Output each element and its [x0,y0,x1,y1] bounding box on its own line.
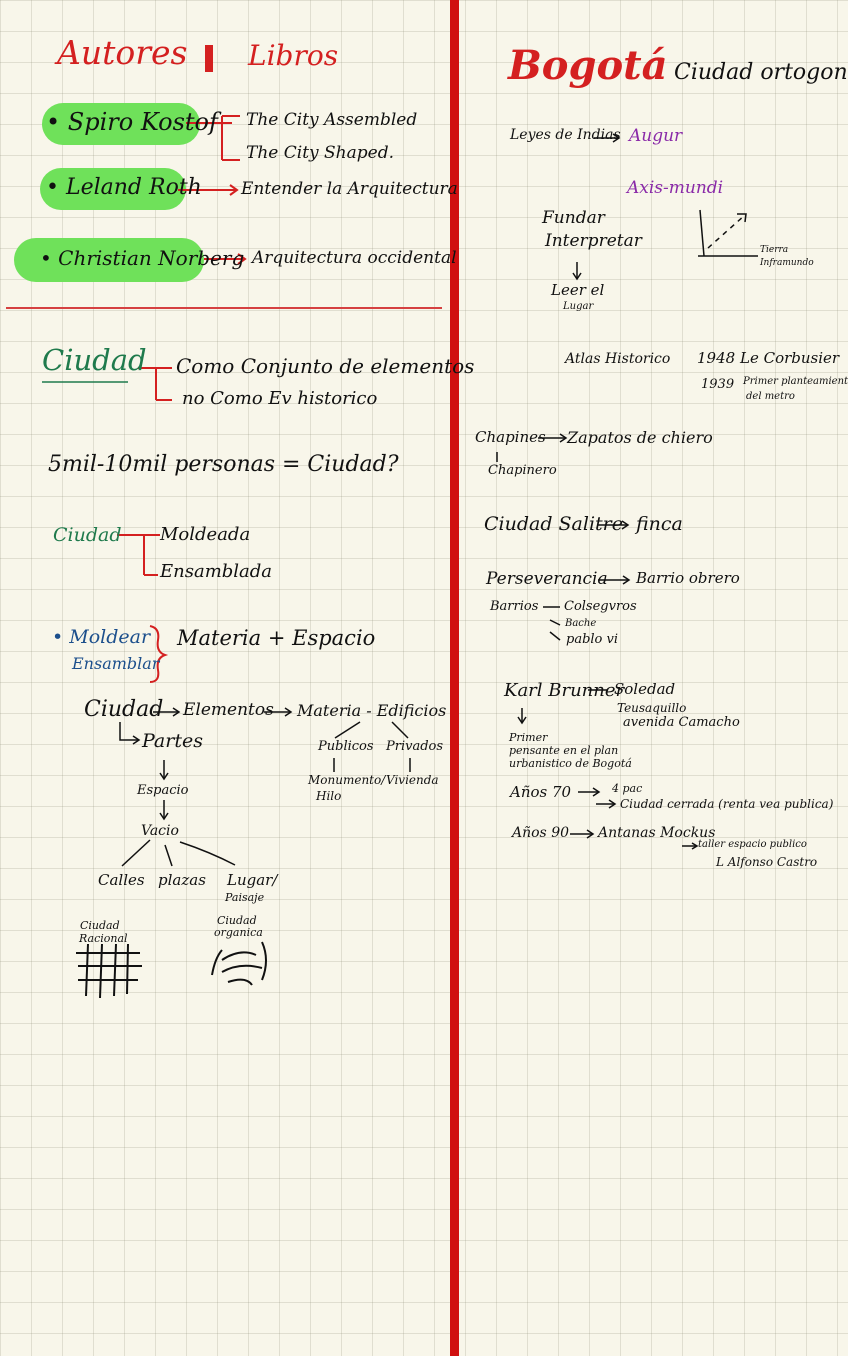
ciudad-salitre: Ciudad Salitre [484,513,624,535]
pablo-vi: pablo vi [566,632,619,647]
ciudad-cerrada: Ciudad cerrada (renta vea publica) [620,797,834,811]
leer-lugar-1: Leer el [551,281,605,299]
diagram-partes: Partes [142,730,203,752]
atlas-historico: Atlas Historico [565,351,671,367]
ciudad-def-2: no Como Ev historico [182,388,378,409]
materia-espacio: Materia + Espacio [177,626,376,650]
diagram-vivienda: Vivienda [386,773,439,787]
author-kostof: • Spiro Kostof [46,108,218,136]
anos-90: Años 90 [512,825,570,841]
ensamblada: Ensamblada [160,561,273,582]
planteamiento-1: Primer planteamiento [743,376,848,387]
bache: Bache [565,618,597,629]
le-corbusier: Le Corbusier [740,349,840,367]
author-name: Christian Norberg [58,246,245,270]
chapinero: Chapinero [488,463,557,478]
colsegvros: Colsegvros [564,599,637,614]
augur: Augur [629,126,683,146]
diagram-plazas: plazas [158,871,206,889]
perseverancia: Perseverancia [486,569,608,589]
primer-3: urbanistico de Bogotá [509,757,632,770]
taller-espacio: taller espacio publico [698,839,807,850]
barrio-obrero: Barrio obrero [636,569,740,587]
title-authors: Autores [57,33,188,72]
diagram-hilo: Hilo [316,789,342,803]
year-1939: 1939 [701,377,735,392]
leyes-indias: Leyes de Indias [510,127,621,143]
primer-1: Primer [509,731,548,744]
leer-lugar-2: Lugar [563,301,594,312]
diagram-organica-1: Ciudad [217,914,257,927]
ciudad-heading: Ciudad [42,343,147,377]
diagram-vacio: Vacio [141,823,179,839]
barrios: Barrios [490,599,539,614]
anos-70: Años 70 [510,783,572,801]
diagram-ciudad: Ciudad [84,697,164,722]
book-occidental: Arquitectura occidental [252,248,457,268]
inframundo: Inframundo [760,258,814,268]
moldeada: Moldeada [160,524,251,545]
ciudad-def-1: Como Conjunto de elementos [176,354,475,378]
diagram-organica-2: organica [214,926,263,939]
bogota-subtitle: Ciudad ortogonal [674,60,848,85]
book-entender: Entender la Arquitectura [241,179,458,199]
diagram-monumento: Monumento/ [308,773,386,787]
soledad: Soledad [614,680,676,698]
highlight-roth [40,168,186,210]
chapines: Chapines [475,428,546,446]
diagram-lugar: Lugar/ [227,871,278,889]
finca: finca [636,513,683,535]
highlight-kostof [42,103,200,145]
author-name: Leland Roth [65,175,202,200]
diagram-paisaje: Paisaje [225,891,265,904]
page-divider [450,0,459,1356]
diagram-espacio: Espacio [137,783,189,798]
antanas-mockus: Antanas Mockus [598,825,716,841]
interpretar: Interpretar [545,231,642,251]
ensamblar: Ensamblar [72,654,160,673]
year-1948: 1948 [697,349,736,367]
karl-brunner: Karl Brunner [504,680,625,701]
author-norberg: • Christian Norberg [40,246,245,270]
cuatro-pac: 4 pac [612,782,643,795]
diagram-racional-2: Racional [79,932,128,945]
diagram-racional-1: Ciudad [80,919,120,932]
diagram-publicos: Publicos [318,739,374,754]
moldear: • Moldear [52,626,151,648]
moldear-label: Moldear [69,626,151,648]
section-divider [6,307,442,309]
title-books: Libros [248,39,339,72]
book-city-assembled: The City Assembled [246,110,418,130]
axis-mundi: Axis-mundi [627,178,724,198]
author-roth: • Leland Roth [46,175,202,200]
population-question: 5mil-10mil personas = Ciudad? [48,452,399,477]
diagram-privados: Privados [386,739,444,754]
teusaquillo: Teusaquillo [617,701,687,715]
fundar: Fundar [542,208,605,228]
tierra: Tierra [760,245,789,255]
diagram-materia: Materia - Edificios [297,701,447,720]
highlight-norberg [14,238,204,282]
diagram-calles: Calles [98,871,145,889]
book-city-shaped: The City Shaped. [246,143,394,163]
primer-2: pensante en el plan [509,744,619,757]
zapatos: Zapatos de chiero [567,428,713,447]
diagram-elementos: Elementos [183,700,274,720]
alfonso-castro: L Alfonso Castro [716,855,818,869]
avenida-camacho: avenida Camacho [623,715,740,730]
planteamiento-2: del metro [746,391,795,402]
bogota-title: Bogotá [508,42,668,89]
author-name: Spiro Kostof [67,108,218,136]
ciudad-label-2: Ciudad [53,524,122,546]
